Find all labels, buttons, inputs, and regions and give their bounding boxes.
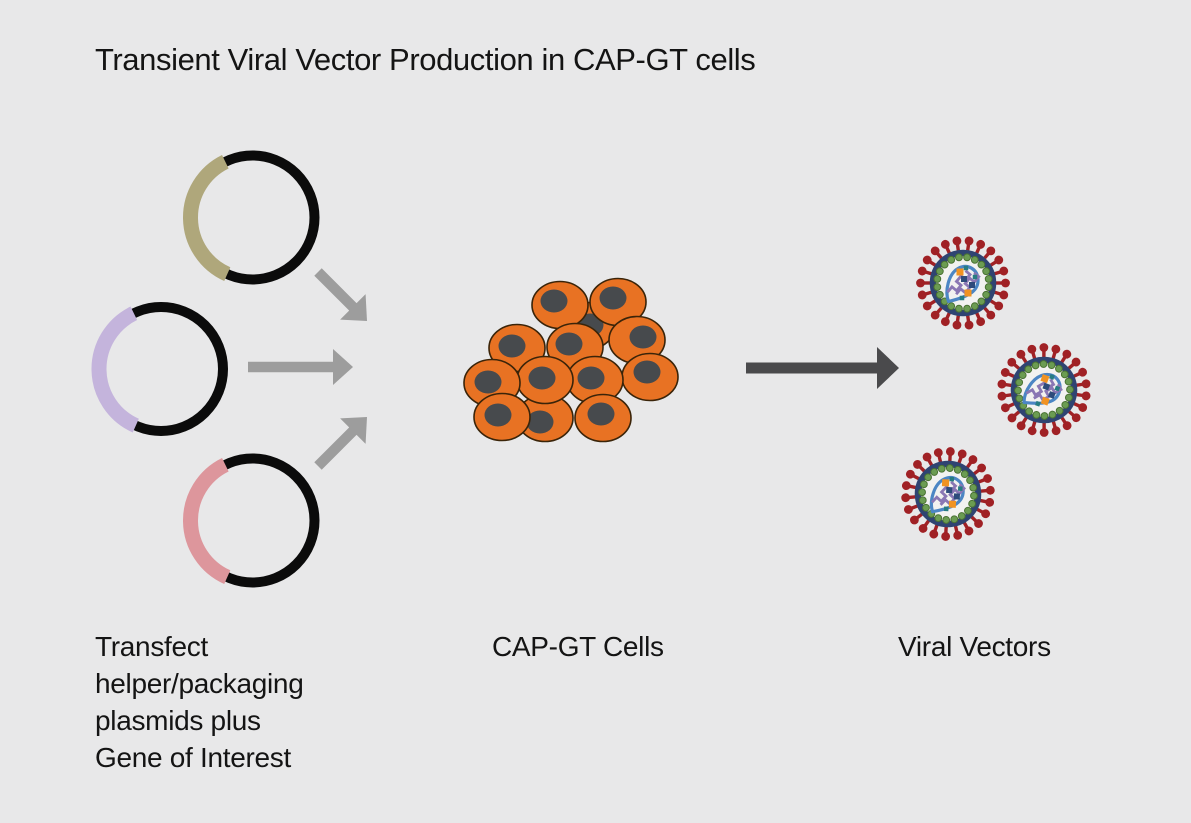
cell <box>516 355 574 405</box>
plasmid-insert <box>183 155 231 281</box>
page-title: Transient Viral Vector Production in CAP… <box>95 42 756 77</box>
genome-marker <box>943 506 949 512</box>
genome-marker <box>972 274 978 280</box>
cell <box>566 355 624 405</box>
genome-marker <box>959 295 965 301</box>
genome-marker <box>1042 382 1051 391</box>
capsid <box>945 264 981 304</box>
cell-nucleus <box>599 286 627 310</box>
envelope-spikes-icon <box>916 236 1010 330</box>
cell <box>473 392 531 442</box>
genome-marker <box>1040 374 1050 384</box>
genome-marker <box>964 289 972 297</box>
genome-zigzag <box>930 480 967 506</box>
matrix-dots <box>1014 360 1074 420</box>
genome-marker <box>953 493 961 500</box>
genome-zigzag <box>946 269 981 296</box>
genome-marker <box>969 282 975 288</box>
envelope-ring <box>929 249 997 317</box>
viral-vector-particle <box>997 343 1091 437</box>
cell-nucleus <box>474 370 502 394</box>
genome-marker <box>1040 396 1050 406</box>
cell-nucleus <box>633 360 661 384</box>
genome-marker <box>1047 391 1056 399</box>
genome-marker <box>957 486 963 492</box>
plasmid-insert <box>183 458 231 584</box>
transfection-arrow-1 <box>314 268 367 321</box>
envelope-spikes-icon <box>997 343 1091 437</box>
label-viral-vectors: Viral Vectors <box>898 631 1051 662</box>
production-arrow <box>746 347 899 389</box>
transfection-arrow-3 <box>314 417 367 470</box>
cell-nucleus <box>555 332 583 356</box>
cell <box>621 352 679 402</box>
matrix-dots <box>933 253 993 313</box>
capsid <box>929 476 967 514</box>
matrix-dots <box>918 464 978 524</box>
cell-nucleus <box>629 325 657 349</box>
label-transfect-plasmids: Transfect helper/packaging plasmids plus… <box>95 631 304 773</box>
cell-nucleus <box>498 334 526 358</box>
cell-nucleus <box>587 402 615 426</box>
cell-nucleus <box>526 410 554 434</box>
genome-marker <box>946 486 953 494</box>
cell <box>516 393 574 443</box>
cell <box>608 315 666 365</box>
envelope-ring <box>1010 356 1078 424</box>
genome-marker <box>949 476 955 482</box>
cell-nucleus <box>540 289 568 313</box>
plasmid-helper <box>183 150 320 285</box>
label-cap-gt-cells: CAP-GT Cells <box>492 631 664 662</box>
genome-zigzag <box>1025 378 1063 402</box>
genome-marker <box>948 500 957 508</box>
plasmid-gene-of-interest <box>183 453 320 588</box>
viral-vector-particle <box>916 236 1010 330</box>
plasmid-packaging <box>91 302 228 436</box>
cap-gt-cell-cluster <box>463 277 679 443</box>
cell <box>589 277 647 327</box>
genome-marker <box>941 479 950 487</box>
capsid <box>1022 372 1063 407</box>
cell-nucleus <box>484 403 512 427</box>
genome-marker <box>1054 385 1061 392</box>
genome-marker <box>963 265 969 271</box>
viral-vector-particle <box>901 447 995 541</box>
transfection-arrow-2 <box>248 349 353 385</box>
envelope-ring <box>914 460 982 528</box>
cell <box>531 280 589 330</box>
cell <box>574 393 632 443</box>
genome-marker <box>961 276 967 282</box>
genome-marker <box>956 268 964 276</box>
cell-nucleus <box>577 366 605 390</box>
genome-marker <box>1035 400 1041 407</box>
genome-marker <box>1049 374 1055 380</box>
plasmid-insert <box>91 306 140 433</box>
cell-nucleus <box>528 366 556 390</box>
